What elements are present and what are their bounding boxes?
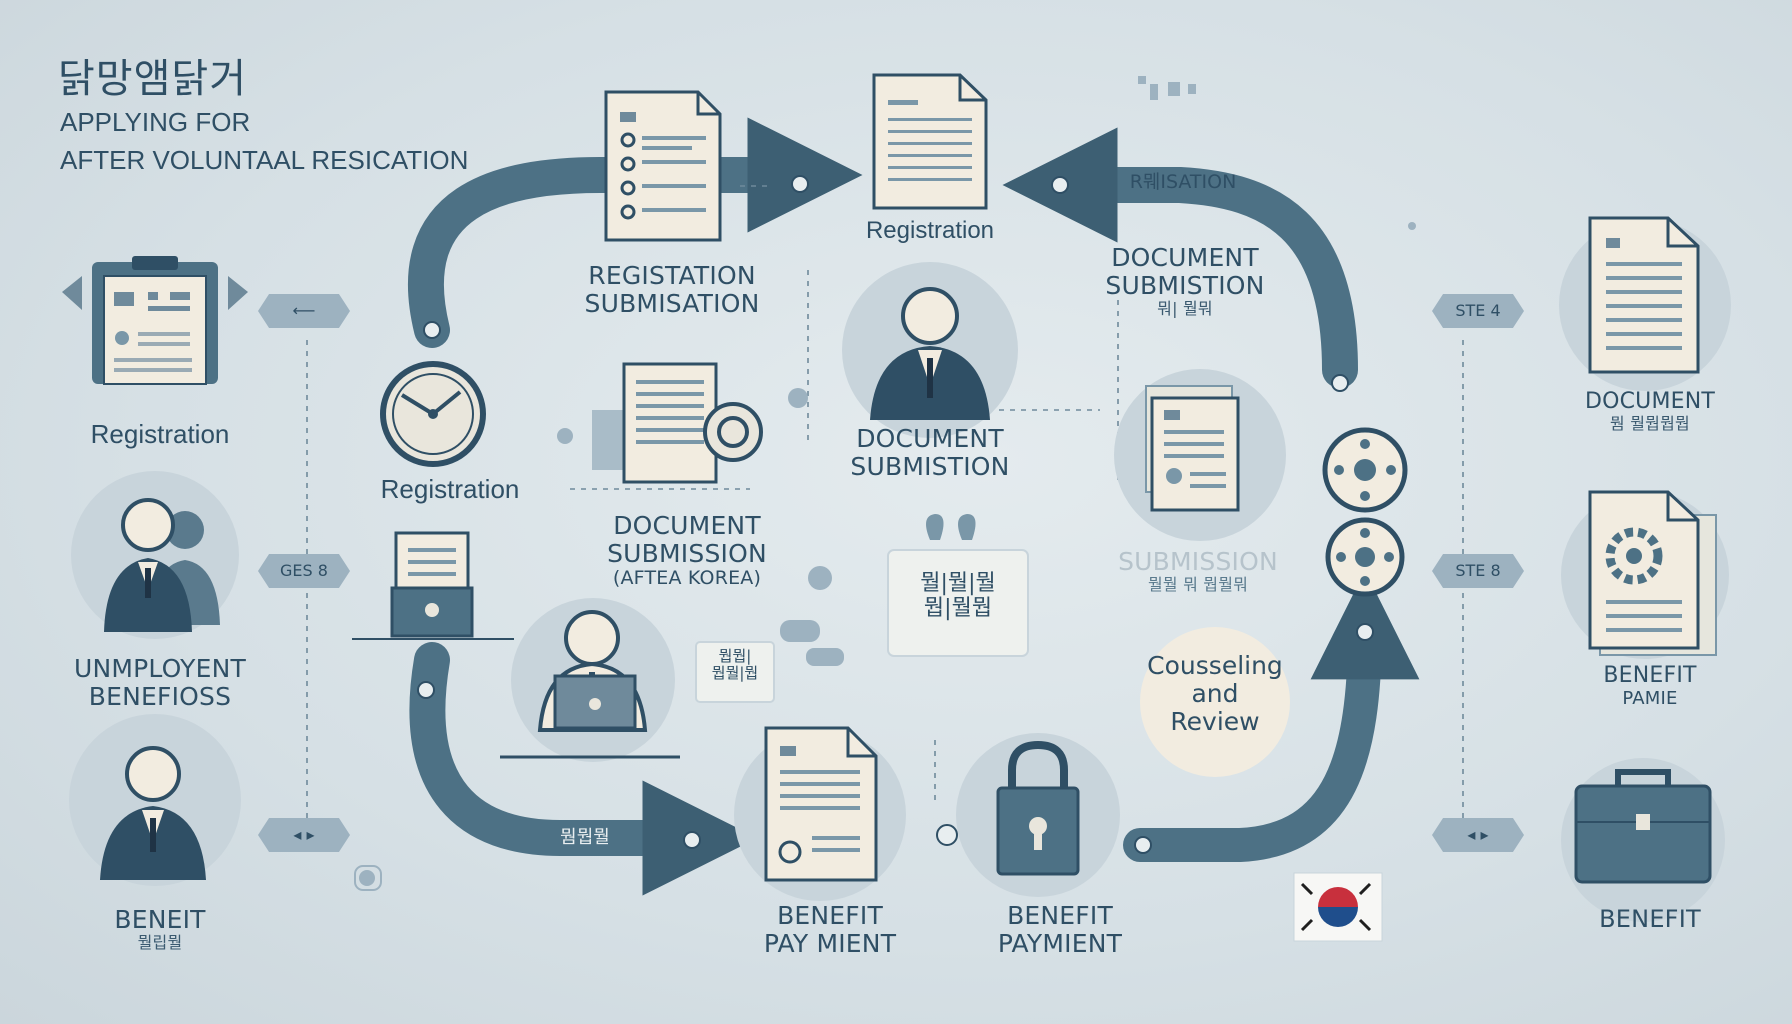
person-bottom-left-icon — [69, 714, 241, 886]
clock-icon — [380, 361, 486, 467]
checklist-document-icon — [604, 90, 722, 242]
person-laptop-icon — [500, 598, 680, 762]
arrow-top-left — [408, 117, 863, 348]
right-gear-document-icon — [1561, 490, 1729, 659]
label-registration-left: Registration — [90, 419, 230, 449]
step-tag-left-top: ⟵ — [258, 294, 350, 328]
title-line-1: APPLYING FOR — [60, 107, 251, 137]
document-badge-icon — [592, 362, 763, 484]
arrow-dots — [417, 175, 1374, 854]
title-line-2: AFTER VOLUNTAAL RESICATION — [60, 144, 469, 175]
padlock-icon — [956, 733, 1120, 897]
label-arrow-korean: 뭠뭡뭘 — [560, 827, 610, 848]
clipboard-icon — [92, 256, 218, 385]
step-tag-right-mid: STE 8 — [1432, 554, 1524, 588]
korean-flag-icon — [1293, 872, 1383, 942]
person-center-icon — [842, 262, 1018, 438]
label-registration-top: Registration — [865, 217, 995, 244]
people-icon — [71, 471, 239, 639]
label-korean-card-left: 뭡뭡|뭡뭘|뭡 — [711, 647, 759, 682]
arrow-top-right — [1002, 127, 1358, 388]
title-korean: 닭망앰닭거 — [58, 56, 247, 102]
step-tag-left-bot: ◂ ▸ — [258, 818, 350, 852]
title-english: APPLYING FOR AFTER VOLUNTAAL RESICATION — [60, 104, 468, 179]
floating-decor — [354, 76, 1416, 891]
label-registration-clock: Registration — [380, 474, 520, 504]
submission-document-icon — [1114, 369, 1286, 541]
inbox-tray-icon — [352, 531, 514, 640]
arrow-bottom-left — [409, 642, 758, 896]
right-document-icon — [1559, 216, 1731, 391]
briefcase-icon — [1561, 758, 1725, 922]
step-tag-left-mid: GES 8 — [258, 554, 350, 588]
arrow-bottom-right — [1123, 570, 1420, 862]
korean-card-middle — [887, 514, 1029, 657]
korean-card-left — [695, 641, 775, 703]
step-tag-right-bot: ◂ ▸ — [1432, 818, 1524, 852]
label-benefit-far: BENEFIT — [1599, 905, 1701, 933]
gear-icon — [1322, 427, 1408, 513]
counseling-circle — [1140, 627, 1290, 777]
step-tag-right-top: STE 4 — [1432, 294, 1524, 328]
label-registration-banner: R뭬ISATION — [1129, 171, 1237, 193]
gear-icon-2 — [1325, 517, 1405, 597]
payment-document-icon — [734, 726, 906, 901]
registration-document-icon — [872, 73, 988, 210]
